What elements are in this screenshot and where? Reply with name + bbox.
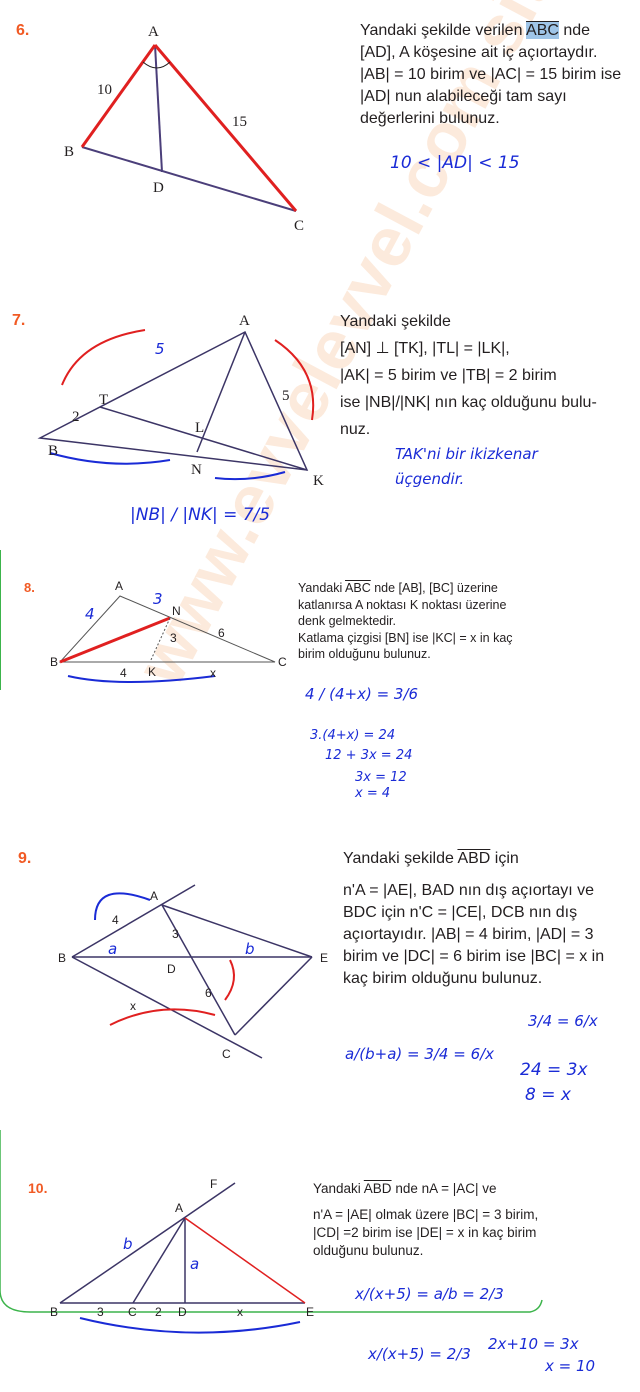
handwritten-note: 24 = 3x bbox=[520, 1060, 588, 1080]
figure-label: 2 bbox=[72, 409, 80, 425]
figure-label: 10 bbox=[97, 82, 112, 98]
handwritten-note: 3x = 12 bbox=[355, 770, 407, 785]
figure-label: D bbox=[178, 1305, 187, 1319]
problem-9-number: 9. bbox=[18, 850, 32, 867]
figure-label: B bbox=[48, 443, 58, 459]
handwritten-note: x/(x+5) = 2/3 bbox=[368, 1345, 471, 1363]
figure-label: A bbox=[239, 313, 250, 329]
problem-8-text: Yandaki ABC nde [AB], [BC] üzerine katla… bbox=[298, 581, 513, 661]
figure-label: B bbox=[64, 144, 74, 160]
problem-9-text: Yandaki şekilde ABD için n'A = |AE|, BAD… bbox=[343, 850, 605, 987]
figure-label: D bbox=[153, 180, 164, 196]
figure-label: B bbox=[50, 1305, 58, 1319]
figure-label: 3 bbox=[170, 631, 177, 645]
figure-label: 15 bbox=[232, 114, 247, 130]
handwritten-note: 5 bbox=[155, 340, 165, 358]
figure-label: D bbox=[167, 962, 176, 976]
figure-7: A B T L N K 2 5 bbox=[37, 313, 324, 489]
figure-label: E bbox=[306, 1305, 314, 1319]
figure-label: K bbox=[313, 473, 324, 489]
handwritten-note: 3.(4+x) = 24 bbox=[310, 728, 396, 743]
figure-label: 3 bbox=[97, 1305, 104, 1319]
figure-label: 3 bbox=[172, 927, 179, 941]
handwritten-note: 12 + 3x = 24 bbox=[325, 748, 413, 763]
handwritten-note: TAK'ni bir ikizkenar bbox=[395, 445, 538, 463]
figure-label: L bbox=[195, 420, 204, 436]
handwritten-answer-7: |NB| / |NK| = 7/5 bbox=[130, 505, 271, 525]
figure-label: K bbox=[148, 665, 156, 679]
figure-10: A F B C D E 3 2 x bbox=[0, 1130, 543, 1334]
figure-label: 4 bbox=[112, 913, 119, 927]
problem-6-number: 6. bbox=[16, 22, 30, 39]
handwritten-note: x/(x+5) = a/b = 2/3 bbox=[355, 1285, 504, 1303]
figure-label: x bbox=[130, 999, 136, 1013]
figure-label: 6 bbox=[218, 626, 225, 640]
figure-9: A B D E C 4 3 6 x bbox=[58, 884, 328, 1061]
figure-label: x bbox=[210, 666, 216, 680]
handwritten-note: b bbox=[123, 1235, 133, 1253]
figure-label: N bbox=[172, 604, 181, 618]
figure-label: A bbox=[150, 889, 158, 903]
problem-10-number: 10. bbox=[28, 1180, 48, 1196]
problem-8-number: 8. bbox=[24, 580, 35, 595]
figure-label: C bbox=[222, 1047, 231, 1061]
figure-label: A bbox=[175, 1201, 183, 1215]
figure-label: B bbox=[58, 951, 66, 965]
figure-label: A bbox=[148, 24, 159, 40]
handwritten-note: x = 4 bbox=[355, 786, 391, 801]
handwritten-note: a bbox=[190, 1255, 200, 1273]
figure-label: F bbox=[210, 1177, 217, 1191]
figure-label: T bbox=[99, 392, 108, 408]
problem-7-text: Yandaki şekilde[AN] ⊥ [TK], |TL| = |LK|,… bbox=[340, 313, 597, 438]
handwritten-note: 3 bbox=[153, 590, 163, 608]
figure-label: A bbox=[115, 579, 123, 593]
figure-6: A B C D 10 15 bbox=[64, 24, 304, 234]
handwritten-note: 2x+10 = 3x bbox=[488, 1335, 579, 1353]
figure-label: B bbox=[50, 655, 58, 669]
figure-label: C bbox=[278, 655, 287, 669]
handwritten-note: 4 bbox=[85, 605, 95, 623]
figure-label: 6 bbox=[205, 986, 212, 1000]
handwritten-note: 4 / (4+x) = 3/6 bbox=[305, 685, 419, 703]
figure-label: x bbox=[237, 1305, 243, 1319]
figure-label: E bbox=[320, 951, 328, 965]
figure-label: 5 bbox=[282, 388, 290, 404]
figure-label: C bbox=[128, 1305, 137, 1319]
handwritten-note: 8 = x bbox=[525, 1085, 571, 1105]
figure-8: A B N K C 6 3 4 x bbox=[50, 579, 287, 683]
handwritten-note: a bbox=[108, 940, 118, 958]
figure-label: C bbox=[294, 218, 304, 234]
figure-label: 4 bbox=[120, 666, 127, 680]
handwritten-answer-6: 10 < |AD| < 15 bbox=[390, 153, 520, 173]
problem-6-text: Yandaki şekilde verilen ABC nde [AD], A … bbox=[360, 22, 622, 127]
handwritten-note: x = 10 bbox=[545, 1357, 596, 1375]
handwritten-note: üçgendir. bbox=[395, 470, 465, 488]
figure-label: N bbox=[191, 462, 202, 478]
handwritten-note: b bbox=[245, 940, 255, 958]
handwritten-note: a/(b+a) = 3/4 = 6/x bbox=[345, 1045, 495, 1063]
problem-10-text: Yandaki ABD nde nA = |AC| ve n'A = |AE| … bbox=[313, 1181, 539, 1258]
figure-label: 2 bbox=[155, 1305, 162, 1319]
problem-7-number: 7. bbox=[12, 312, 26, 329]
handwritten-note: 3/4 = 6/x bbox=[528, 1012, 598, 1030]
